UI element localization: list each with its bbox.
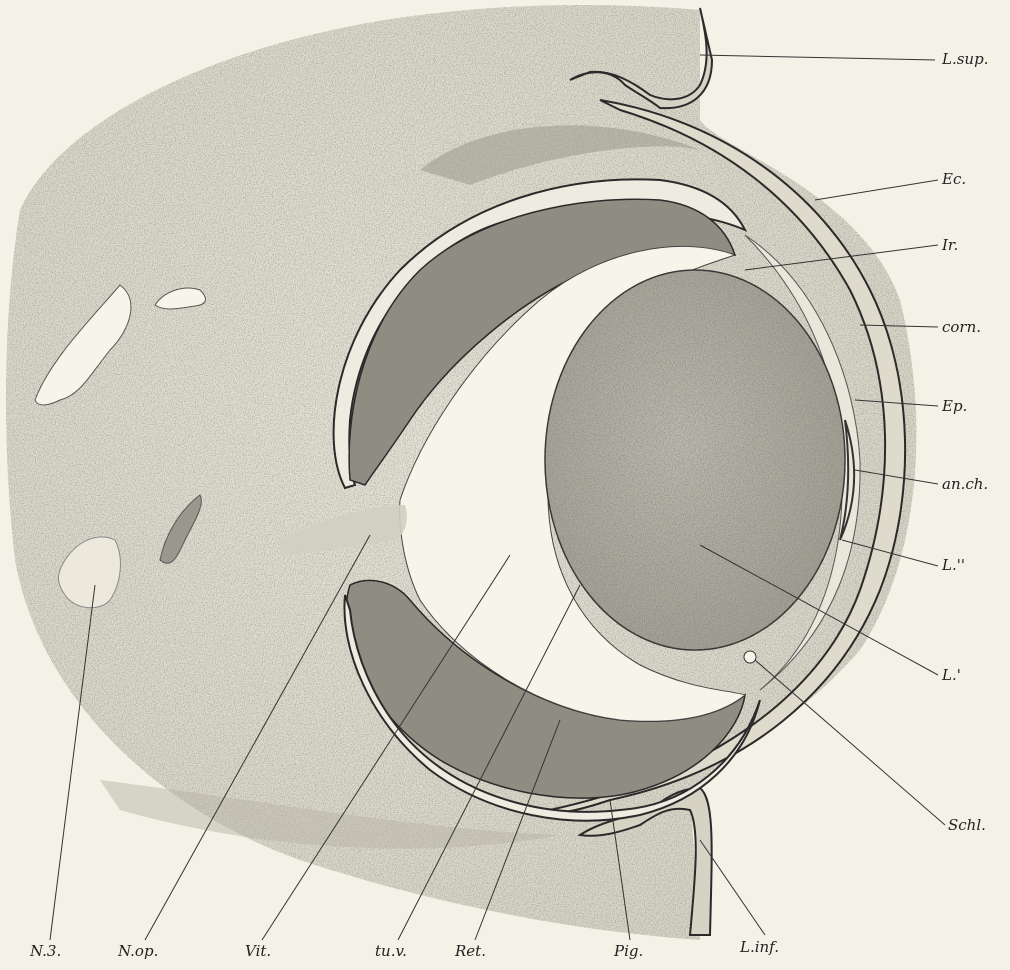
label-vit: Vit. xyxy=(245,944,271,959)
schlemm-canal xyxy=(744,651,756,663)
label-n3: N.3. xyxy=(30,944,61,959)
label-ret: Ret. xyxy=(455,944,486,959)
label-an-ch: an.ch. xyxy=(942,477,988,492)
label-pig: Pig. xyxy=(614,944,643,959)
label-l2: L.'' xyxy=(942,558,965,573)
label-tu-v: tu.v. xyxy=(375,944,407,959)
label-ep: Ep. xyxy=(942,399,967,414)
lens-stipple xyxy=(545,270,845,650)
label-schl: Schl. xyxy=(948,818,986,833)
label-l-sup: L.sup. xyxy=(942,52,988,67)
label-corn: corn. xyxy=(942,320,981,335)
label-n-op: N.op. xyxy=(118,944,158,959)
label-l1: L.' xyxy=(942,668,961,683)
label-l-inf: L.inf. xyxy=(740,940,779,955)
label-ir: Ir. xyxy=(942,238,958,253)
label-ec: Ec. xyxy=(942,172,966,187)
